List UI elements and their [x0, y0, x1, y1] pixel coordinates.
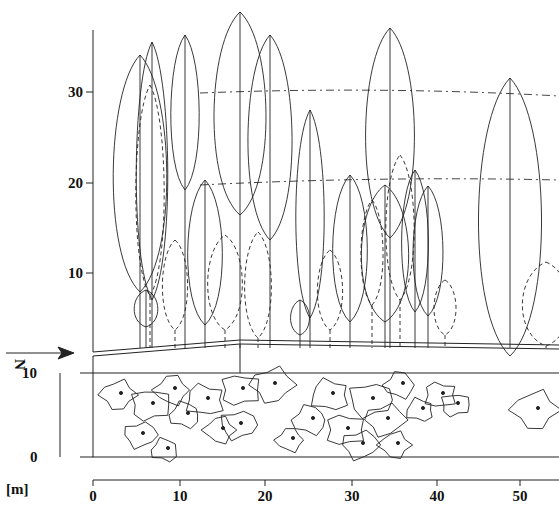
stem-position [371, 396, 374, 399]
axis-label: 10 [22, 366, 37, 381]
crown-projection [343, 430, 381, 461]
tree-crown [208, 235, 243, 330]
tree-stem [510, 78, 511, 348]
tree-stem [385, 185, 386, 348]
crown-projection [186, 383, 223, 413]
crown-projection [382, 372, 414, 400]
stem-position [166, 446, 169, 449]
crown-projection [311, 378, 347, 410]
stem-position [396, 441, 399, 444]
stem-position [441, 391, 444, 394]
crown-projection [169, 401, 198, 429]
axis-number: 30 [345, 489, 360, 504]
stem-position [311, 416, 314, 419]
tree-stem [175, 330, 176, 348]
crown-projection [151, 437, 176, 462]
crown-projection [151, 375, 189, 406]
tree-crown [522, 262, 559, 346]
crown-projection [221, 411, 257, 441]
crown-projection [274, 429, 304, 453]
tree-stem [146, 290, 147, 348]
stem-position [361, 441, 364, 444]
stem-position [239, 421, 242, 424]
axis-tick [180, 480, 181, 486]
height-lines [200, 90, 559, 185]
crown-projection [407, 397, 432, 421]
axis-tick [520, 480, 521, 486]
tree-crown [361, 200, 383, 305]
axis-tick [352, 480, 353, 486]
tree-stem [240, 12, 241, 348]
crown-projection [376, 431, 412, 459]
crown-projection [98, 379, 139, 410]
tree-crown [478, 78, 541, 356]
axis-tick [93, 480, 94, 486]
axis-label: [m] [6, 482, 29, 497]
stem-position [456, 401, 459, 404]
crown-projection [125, 422, 158, 450]
tree-crown [245, 232, 272, 338]
tree-stem [390, 28, 391, 348]
stem-position [221, 426, 224, 429]
tree-stem [225, 330, 226, 348]
stem-position [386, 416, 389, 419]
axis-number: 0 [89, 489, 97, 504]
crown-projection [508, 389, 559, 428]
stem-position [151, 401, 154, 404]
tree-stem [150, 296, 151, 348]
axis-label: 20 [68, 176, 83, 191]
tree-stem [428, 186, 429, 348]
tree-stem [350, 175, 351, 348]
stem-position [173, 386, 176, 389]
tree-stem [185, 35, 186, 348]
crown-projection [222, 376, 259, 405]
stem-position [346, 426, 349, 429]
axis-tick [265, 480, 266, 486]
axis-number: 20 [258, 489, 273, 504]
crown-projection [425, 382, 455, 406]
axis-number: 50 [513, 489, 528, 504]
tree-crown [136, 85, 164, 296]
stem-position [186, 411, 189, 414]
stem-position [241, 386, 244, 389]
stem-position [421, 406, 424, 409]
tree-stem [310, 110, 311, 348]
tree-stem [258, 338, 259, 348]
stem-position [273, 381, 276, 384]
stem-position [291, 436, 294, 439]
tree-stem [330, 330, 331, 348]
crown-projection [201, 416, 237, 444]
axis-label: 10 [68, 266, 83, 281]
tree-crown [386, 155, 414, 300]
axes [6, 30, 559, 480]
axis-tick [437, 480, 438, 486]
stem-position [401, 381, 404, 384]
axis-label: 30 [68, 85, 83, 100]
crown-projection [327, 415, 363, 444]
tree-crown [162, 240, 187, 330]
tree-crown [434, 280, 456, 335]
tree-stem [445, 335, 446, 348]
stem-position [536, 406, 539, 409]
stem-position [141, 431, 144, 434]
tree-stem [546, 346, 547, 348]
axis-number: 10 [173, 489, 188, 504]
tree-crown [317, 250, 342, 330]
tree-stem [415, 170, 416, 348]
crown-projection [249, 366, 297, 403]
axis-label: 0 [30, 450, 38, 465]
stem-position [331, 391, 334, 394]
tree-stem [372, 305, 373, 348]
axis-number: 40 [430, 489, 445, 504]
stem-position [119, 391, 122, 394]
crown-projection [442, 395, 470, 417]
stem-position [206, 396, 209, 399]
tree-stem [205, 180, 206, 348]
tree-stem [300, 300, 301, 348]
tree-stem [400, 300, 401, 348]
